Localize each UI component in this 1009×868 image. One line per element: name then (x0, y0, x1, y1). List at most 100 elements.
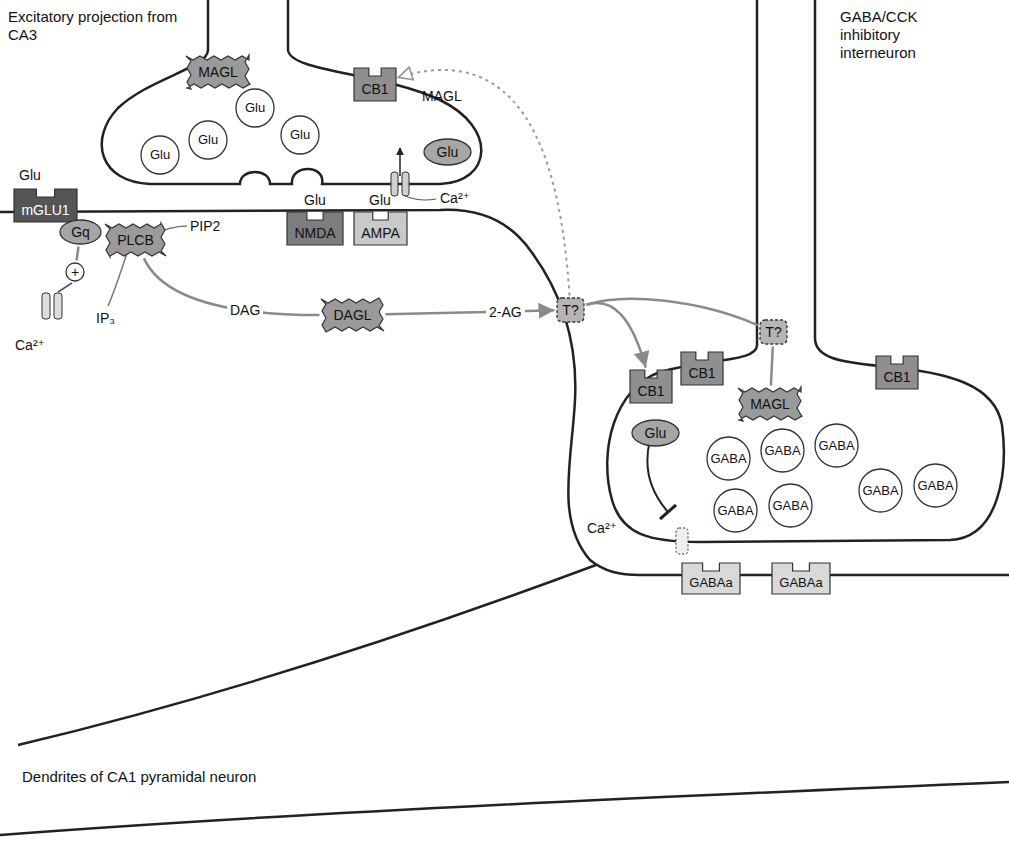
receptor-shape: CB1 (353, 67, 397, 102)
postsynaptic-spine-outline (0, 210, 1009, 575)
node-text: MAGL (750, 396, 790, 412)
node-text: + (71, 264, 79, 280)
receptor-shape (14, 189, 77, 222)
receptor-shape (287, 212, 343, 245)
vesicle-oval: Glu (423, 138, 472, 166)
receptor-shape: mGLU1 (13, 188, 78, 223)
node-text: MAGL (198, 64, 238, 80)
node-text: CB1 (688, 365, 715, 381)
annotation-label: IP₃ (96, 310, 115, 326)
calcium-channel (42, 293, 50, 319)
node-text: Glu (150, 147, 170, 163)
transporter-box: T? (759, 319, 788, 345)
node-text: CB1 (883, 369, 910, 385)
enzyme-shape (186, 55, 250, 89)
interneuron-terminal-outline (607, 0, 1003, 542)
vesicle-circle (769, 484, 812, 527)
vesicle-circle (914, 464, 957, 507)
calcium-channel (391, 172, 398, 196)
transporter-box (760, 320, 787, 344)
vesicle-circle: GABA (713, 488, 758, 533)
receptor-shape (354, 212, 407, 245)
dendrite-outline (18, 565, 596, 745)
calcium-channel (676, 528, 688, 554)
annotation-label: Glu (369, 192, 391, 208)
vesicle-circle (236, 89, 274, 127)
inhibition-bar (660, 505, 676, 519)
vesicle-circle (815, 424, 858, 467)
vesicle-circle (761, 429, 804, 472)
region-label: Dendrites of CA1 pyramidal neuron (22, 768, 256, 786)
connector (586, 303, 645, 368)
annotation-label: Ca²⁺ (587, 520, 617, 536)
calcium-channel (54, 293, 62, 319)
node-text: GABAa (779, 575, 822, 591)
connector (385, 310, 554, 314)
vesicle-oval: Glu (631, 419, 680, 447)
node-text: GABA (764, 443, 800, 459)
vesicle-circle: Glu (188, 120, 228, 160)
enzyme-shape: DAGL (321, 298, 384, 332)
node-text: T? (765, 324, 781, 340)
vesicle-oval (424, 139, 471, 165)
connector (398, 70, 569, 296)
connector (771, 346, 773, 385)
annotation-label: Ca²⁺ (440, 190, 470, 206)
node-text: PLCB (117, 232, 154, 248)
region-label: GABA/CCK inhibitory interneuron (840, 8, 970, 62)
g-protein-oval: Gq (59, 219, 102, 245)
vesicle-circle (707, 437, 750, 480)
node-text: GABA (717, 503, 753, 519)
leader-line (58, 283, 72, 292)
vesicle-circle: GABA (814, 423, 859, 468)
receptor-shape (876, 356, 918, 389)
node-text: Glu (290, 127, 310, 143)
node-text: GABA (818, 438, 854, 454)
node-text: NMDA (294, 225, 335, 241)
node-text: AMPA (361, 225, 400, 241)
receptor-shape: AMPA (353, 211, 408, 246)
vesicle-circle: GABA (706, 436, 751, 481)
vesicle-circle: GABA (768, 483, 813, 528)
node-text: GABA (862, 483, 898, 499)
node-text: Glu (645, 425, 667, 441)
node-text: GABA (917, 478, 953, 494)
receptor-shape (681, 352, 723, 385)
vesicle-circle (189, 121, 227, 159)
receptor-shape: NMDA (286, 211, 344, 246)
receptor-shape: GABAa (771, 562, 831, 595)
transporter-box: T? (556, 297, 585, 323)
vesicle-circle (141, 136, 179, 174)
node-text: mGLU1 (21, 202, 69, 218)
g-protein-oval (60, 220, 101, 244)
node-text: CB1 (637, 383, 664, 399)
annotation-label: Ca²⁺ (15, 337, 45, 353)
enzyme-shape: MAGL (738, 387, 802, 421)
plus-circle (66, 263, 84, 281)
annotation-label: MAGL (422, 88, 462, 104)
enzyme-shape (321, 298, 384, 332)
receptor-shape (772, 563, 830, 594)
vesicle-circle: Glu (280, 115, 320, 155)
node-text: GABA (772, 498, 808, 514)
leader-line (108, 250, 128, 306)
edge-label: 2-AG (486, 304, 525, 320)
presynaptic-terminal-outline (102, 0, 482, 184)
vesicle-circle: GABA (760, 428, 805, 473)
transporter-box (557, 298, 584, 322)
enzyme-shape: PLCB (105, 223, 166, 257)
edge-label: DAG (227, 302, 263, 318)
receptor-shape: CB1 (680, 351, 724, 386)
calcium-channel (402, 172, 409, 196)
node-text: Gq (71, 224, 90, 240)
vesicle-circle (281, 116, 319, 154)
dendrite-outline (0, 782, 1009, 835)
vesicle-oval (632, 420, 679, 446)
vesicle-circle: Glu (140, 135, 180, 175)
connector (586, 299, 757, 325)
leader-line (405, 196, 436, 200)
receptor-shape: CB1 (629, 369, 673, 404)
